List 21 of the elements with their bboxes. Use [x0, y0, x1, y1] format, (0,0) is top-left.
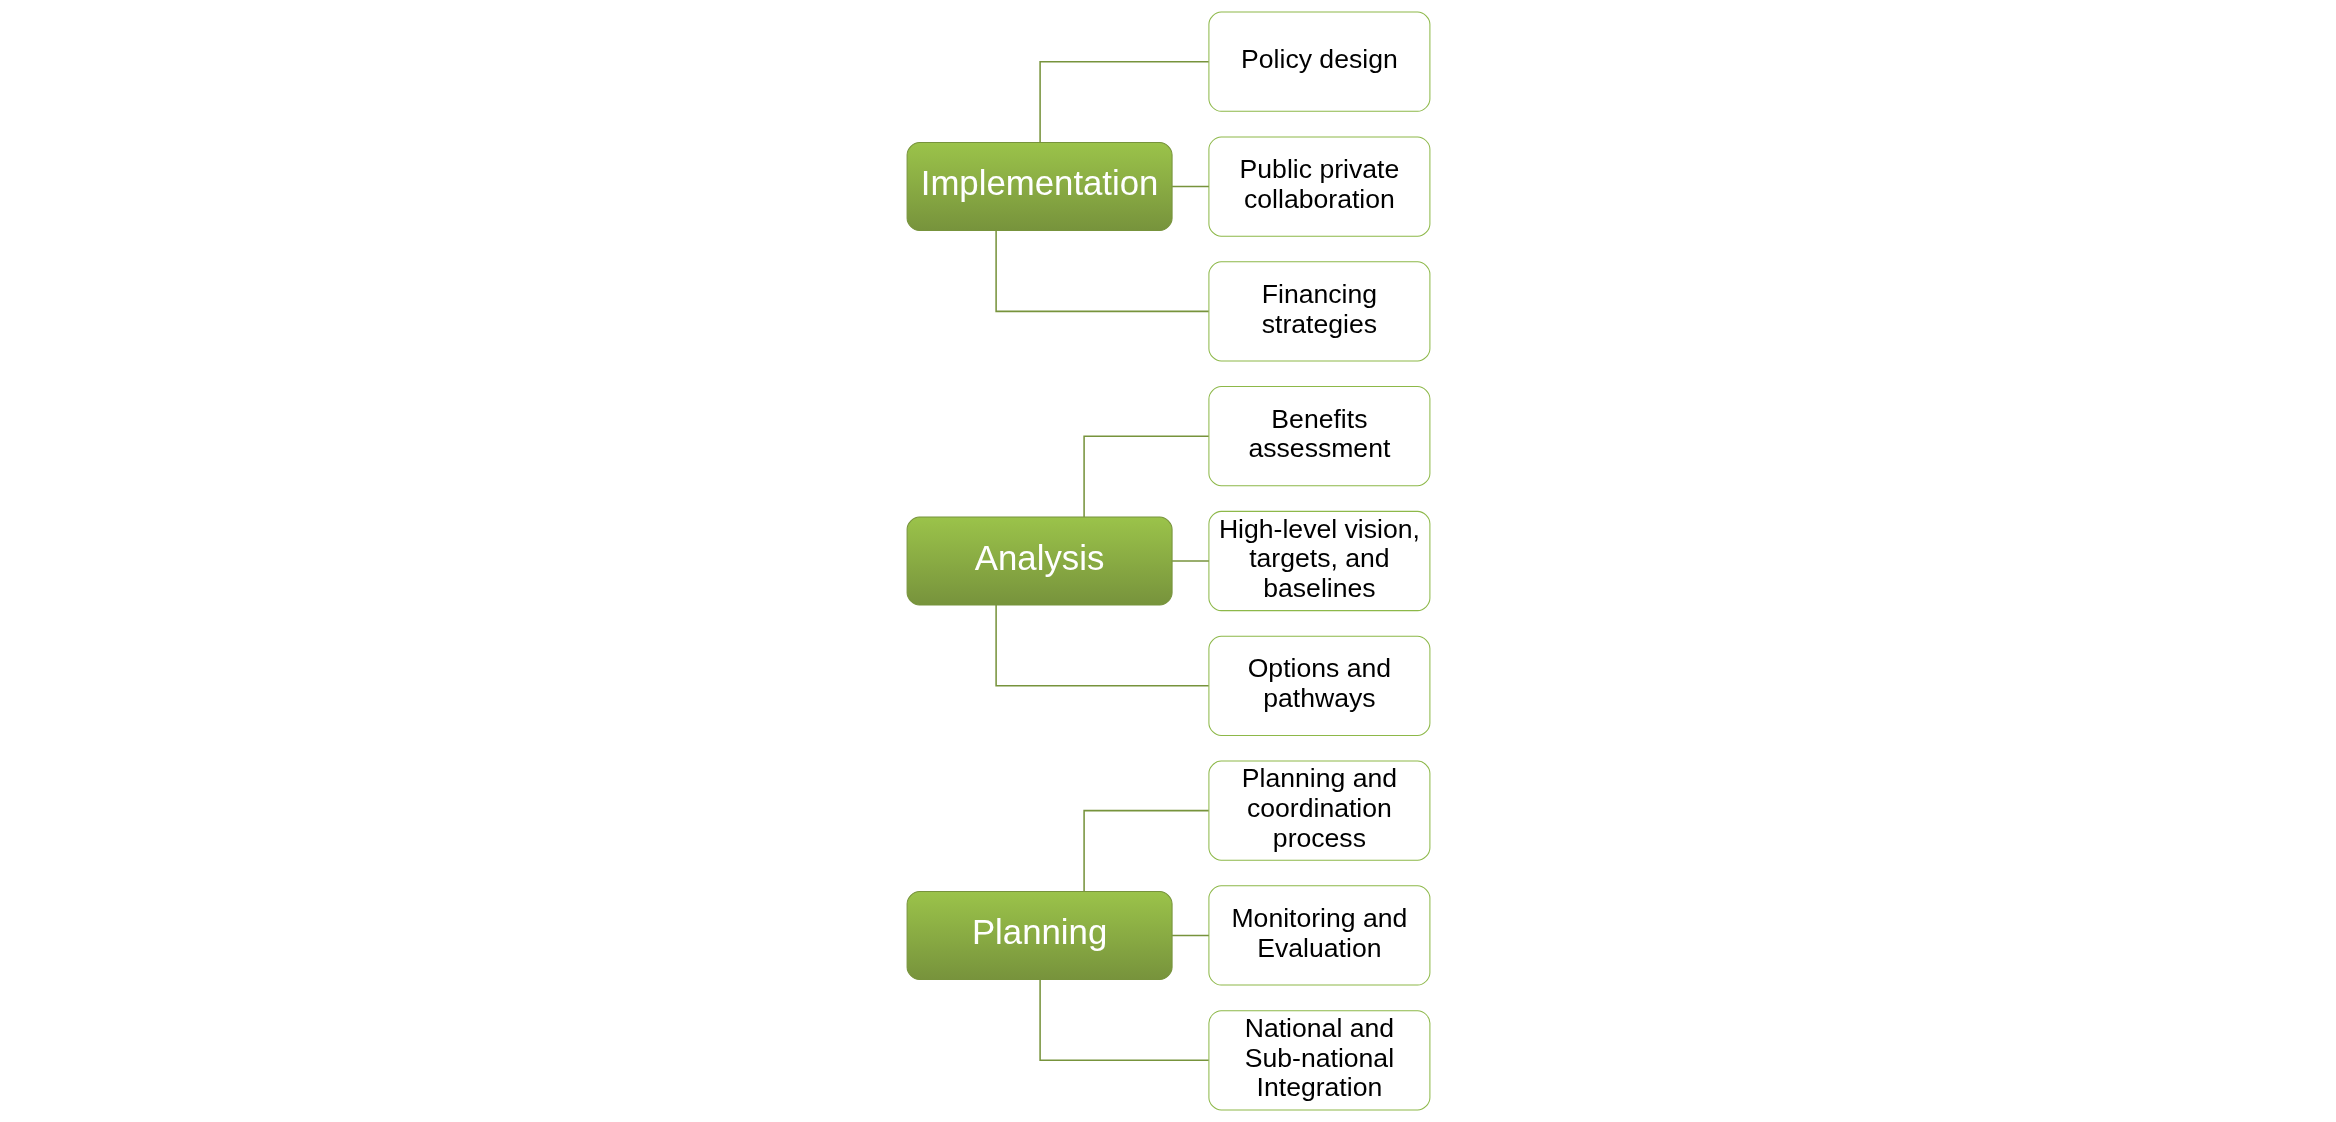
- connector: [1170, 560, 1210, 562]
- node-box: Benefits assessment: [1207, 386, 1430, 487]
- node-box: Public private collaboration: [1207, 136, 1430, 237]
- connector: [1170, 185, 1210, 188]
- node-box: Monitoring and Evaluation: [1207, 885, 1430, 986]
- connector: [1038, 978, 1209, 1062]
- node-box: Financing strategies: [1207, 261, 1430, 362]
- node-box: National and Sub-national Integration: [1207, 1010, 1430, 1111]
- connector: [1038, 60, 1209, 144]
- node-box: High-level vision, targets, and baselines: [1207, 510, 1430, 612]
- node-box: Policy design: [1207, 11, 1430, 112]
- connector: [1082, 435, 1209, 518]
- connector: [1082, 809, 1209, 893]
- connector: [994, 229, 1209, 313]
- connector: [994, 604, 1209, 687]
- node-box: Planning and coordination process: [1207, 760, 1430, 861]
- connector: [1170, 934, 1210, 937]
- node-box: Planning: [906, 890, 1173, 980]
- node-box: Analysis: [906, 516, 1173, 606]
- node-box: Implementation: [906, 142, 1173, 232]
- node-box: Options and pathways: [1207, 635, 1430, 736]
